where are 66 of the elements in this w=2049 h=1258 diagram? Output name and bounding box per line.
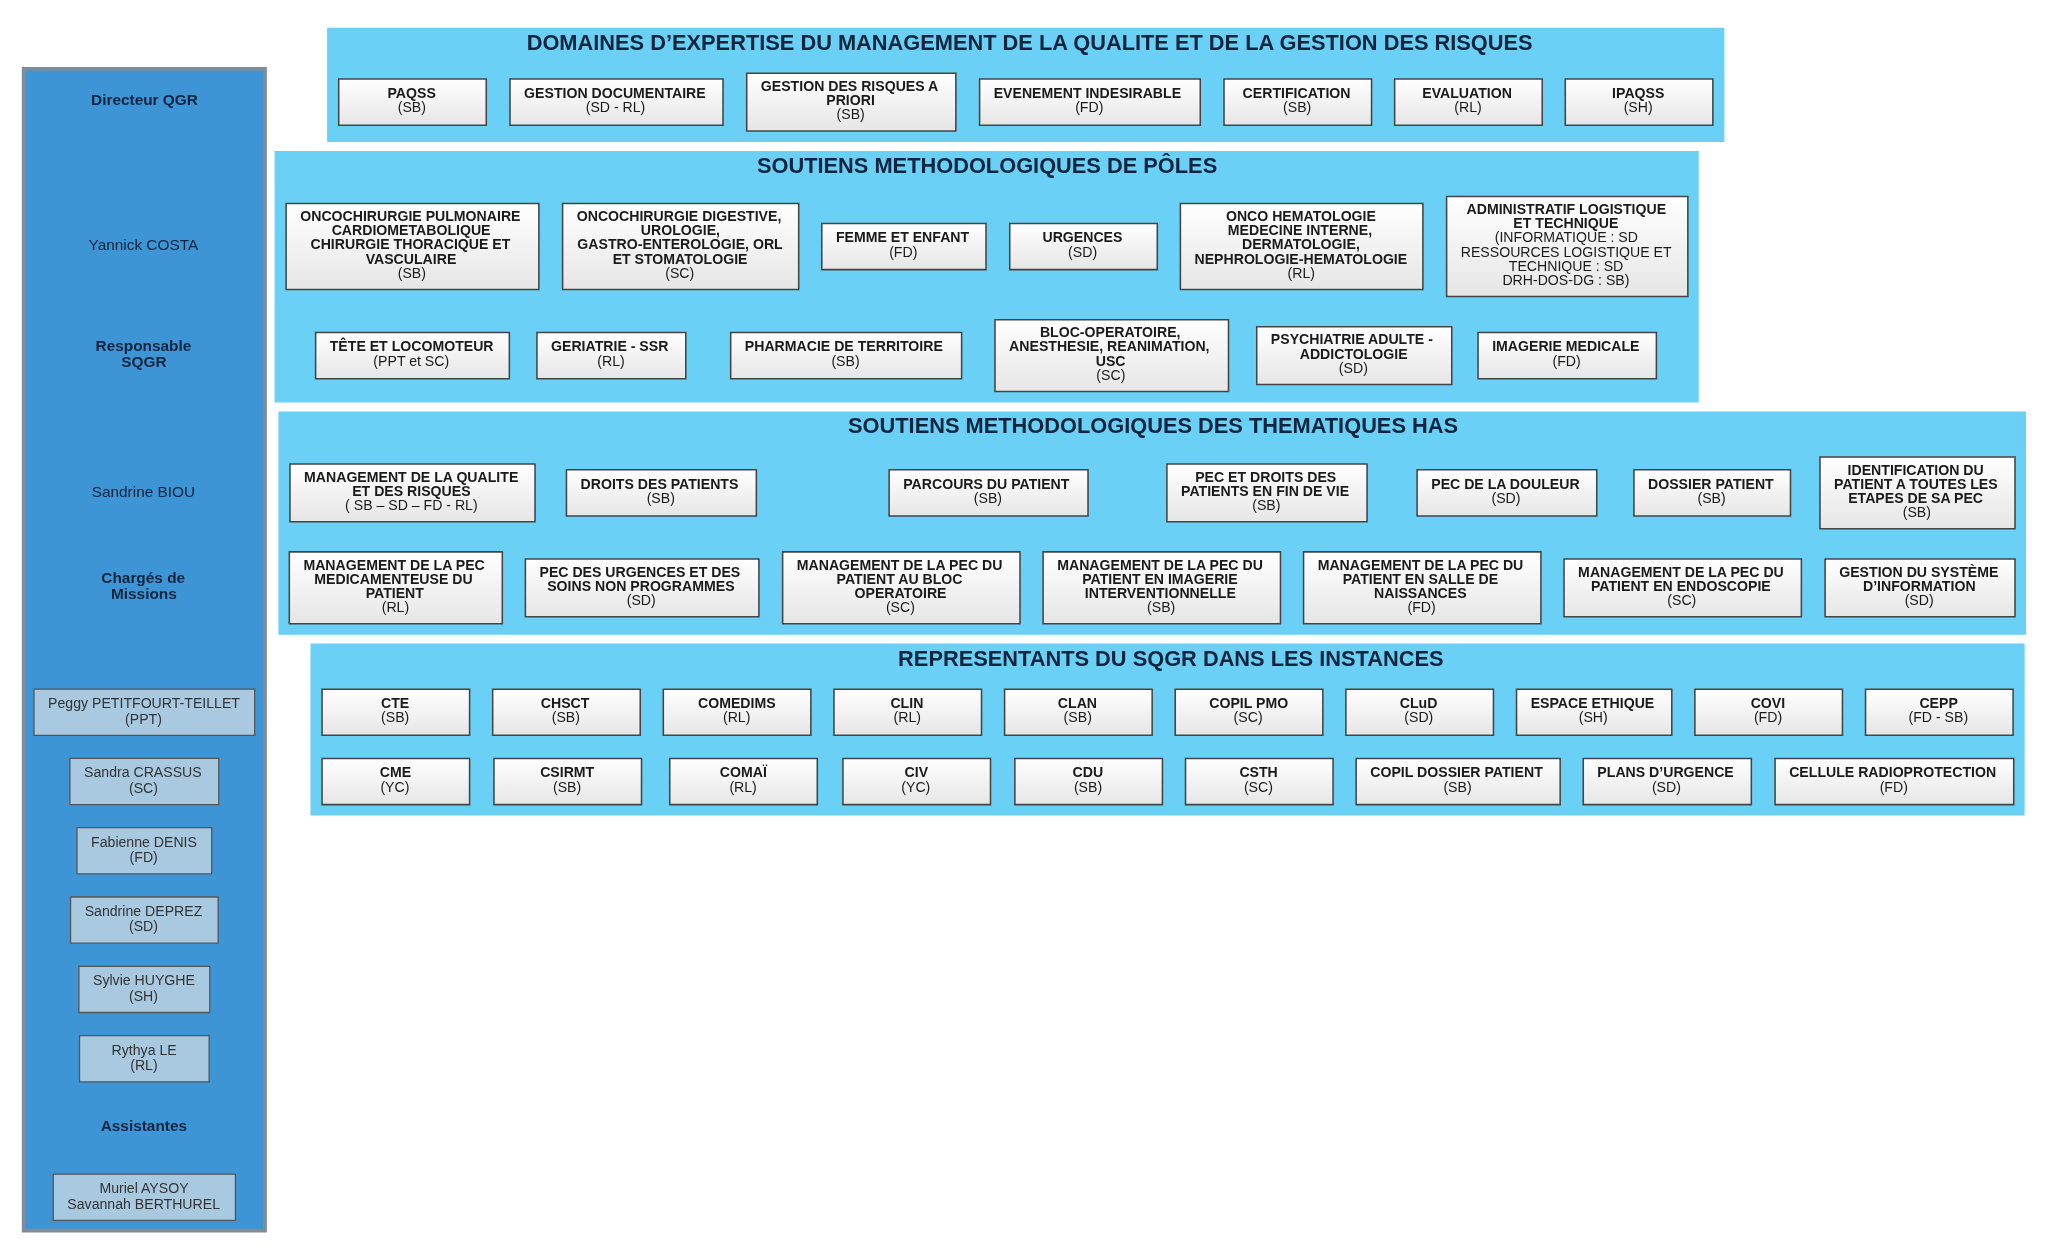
node-box: GERIATRIE - SSR (RL) [536, 331, 687, 379]
label: Yannick COSTA [88, 235, 199, 253]
node-box: PEC DES URGENCES ET DES SOINS NON PROGRAMMES (SD) [524, 557, 760, 617]
node-box: ONCOCHIRURGIE DIGESTIVE, UROLOGIE, GASTRO-ENTEROLOGIE, ORL ET STOMATOLOGIE (SC) [561, 202, 800, 290]
node-box: Rythya LE (RL) [78, 1034, 210, 1082]
node-box: GESTION DOCUMENTAIRE (SD - RL) [509, 77, 724, 126]
node-box: ONCO HEMATOLOGIE MEDECINE INTERNE, DERMATOLOGIE, NEPHROLOGIE-HEMATOLOGIE (RL) [1179, 202, 1424, 290]
node-box: DROITS DES PATIENTS (SB) [565, 468, 758, 517]
node-box: MANAGEMENT DE LA QUALITE ET DES RISQUES ( SB – SD – FD - RL) [289, 462, 536, 522]
node-box: PEC DE LA DOULEUR (SD) [1416, 468, 1598, 517]
label: Directeur QGR [91, 90, 198, 108]
node-box: COVI (FD) [1694, 687, 1844, 736]
node-box: MANAGEMENT DE LA PEC DU PATIENT EN ENDOSCOPIE (SC) [1563, 557, 1803, 617]
node-box: URGENCES (SD) [1009, 222, 1159, 270]
node-box: ONCOCHIRURGIE PULMONAIRE CARDIOMETABOLIQUE CHIRURGIE THORACIQUE ET VASCULAIRE (SB) [285, 202, 540, 290]
node-box: GESTION DES RISQUES A PRIORI (SB) [745, 72, 957, 132]
node-box: PARCOURS DU PATIENT (SB) [888, 468, 1089, 517]
node-box: FEMME ET ENFANT (FD) [821, 222, 987, 270]
label: Responsable SQGR [95, 336, 192, 370]
node-box: IDENTIFICATION DU PATIENT A TOUTES LES ETAPES DE SA PEC (SB) [1819, 455, 2016, 530]
node-box: Sandrine DEPREZ (SD) [69, 895, 219, 944]
node-box: ADMINISTRATIF LOGISTIQUE ET TECHNIQUE (INFORMATIQUE : SD RESSOURCES LOGISTIQUE ET TECHNIQUE : SD DRH-DOS-DG : SB) [1445, 195, 1689, 297]
label: Assistantes [100, 1116, 188, 1134]
node-box: CLIN (RL) [833, 687, 983, 736]
node-box: DOSSIER PATIENT (SB) [1633, 468, 1792, 517]
node-box: CDU (SB) [1014, 757, 1164, 805]
node-box: COPIL DOSSIER PATIENT (SB) [1355, 757, 1561, 805]
node-box: Sandra CRASSUS (SC) [69, 757, 220, 805]
node-box: TÊTE ET LOCOMOTEUR (PPT et SC) [314, 331, 511, 379]
node-box: IPAQSS (SH) [1564, 77, 1714, 126]
node-box: IMAGERIE MEDICALE (FD) [1477, 331, 1658, 379]
node-box: CERTIFICATION (SB) [1223, 77, 1373, 126]
node-box: ESPACE ETHIQUE (SH) [1515, 687, 1673, 736]
cluster [21, 66, 267, 1233]
node-box: CSIRMT (SB) [493, 757, 643, 805]
node-box: COMAÏ (RL) [668, 757, 819, 805]
node-box: PLANS D’URGENCE (SD) [1582, 757, 1753, 805]
node-box: Muriel AYSOY Savannah BERTHUREL [52, 1173, 237, 1221]
node-box: PHARMACIE DE TERRITOIRE (SB) [729, 331, 963, 379]
node-box: COMEDIMS (RL) [662, 687, 812, 736]
node-box: BLOC-OPERATOIRE, ANESTHESIE, REANIMATION, USC (SC) [994, 318, 1230, 392]
node-box: CSTH (SC) [1184, 757, 1334, 805]
node-box: MANAGEMENT DE LA PEC DU PATIENT EN SALLE DE NAISSANCES (FD) [1302, 550, 1542, 624]
node-box: PSYCHIATRIE ADULTE - ADDICTOLOGIE (SD) [1255, 325, 1453, 385]
node-box: CELLULE RADIOPROTECTION (FD) [1774, 757, 2015, 805]
node-box: EVALUATION (RL) [1393, 77, 1543, 126]
node-box: Sylvie HUYGHE (SH) [78, 965, 211, 1013]
node-box: CIV (YC) [842, 757, 992, 805]
node-box: Fabienne DENIS (FD) [76, 826, 213, 875]
node-box: CTE (SB) [321, 687, 471, 736]
node-box: MANAGEMENT DE LA PEC MEDICAMENTEUSE DU PATIENT (RL) [288, 550, 504, 624]
node-box: CLuD (SD) [1345, 687, 1495, 736]
node-box: CLAN (SB) [1003, 687, 1153, 736]
node-box: CEPP (FD - SB) [1864, 687, 2014, 736]
node-box: GESTION DU SYSTÈME D’INFORMATION (SD) [1824, 557, 2016, 617]
node-box: MANAGEMENT DE LA PEC DU PATIENT AU BLOC OPERATOIRE (SC) [781, 550, 1021, 624]
node-box: Peggy PETITFOURT-TEILLET (PPT) [33, 688, 256, 736]
node-box: EVENEMENT INDESIRABLE (FD) [978, 77, 1202, 126]
label: Sandrine BIOU [91, 482, 196, 500]
node-box: CHSCT (SB) [491, 687, 641, 736]
node-box: CME (YC) [321, 757, 471, 805]
node-box: PEC ET DROITS DES PATIENTS EN FIN DE VIE (SB) [1166, 462, 1368, 522]
label: Chargés de Missions [101, 568, 186, 602]
node-box: PAQSS (SB) [337, 77, 488, 126]
node-box: COPIL PMO (SC) [1174, 687, 1324, 736]
node-box: MANAGEMENT DE LA PEC DU PATIENT EN IMAGERIE INTERVENTIONNELLE (SB) [1042, 550, 1282, 624]
